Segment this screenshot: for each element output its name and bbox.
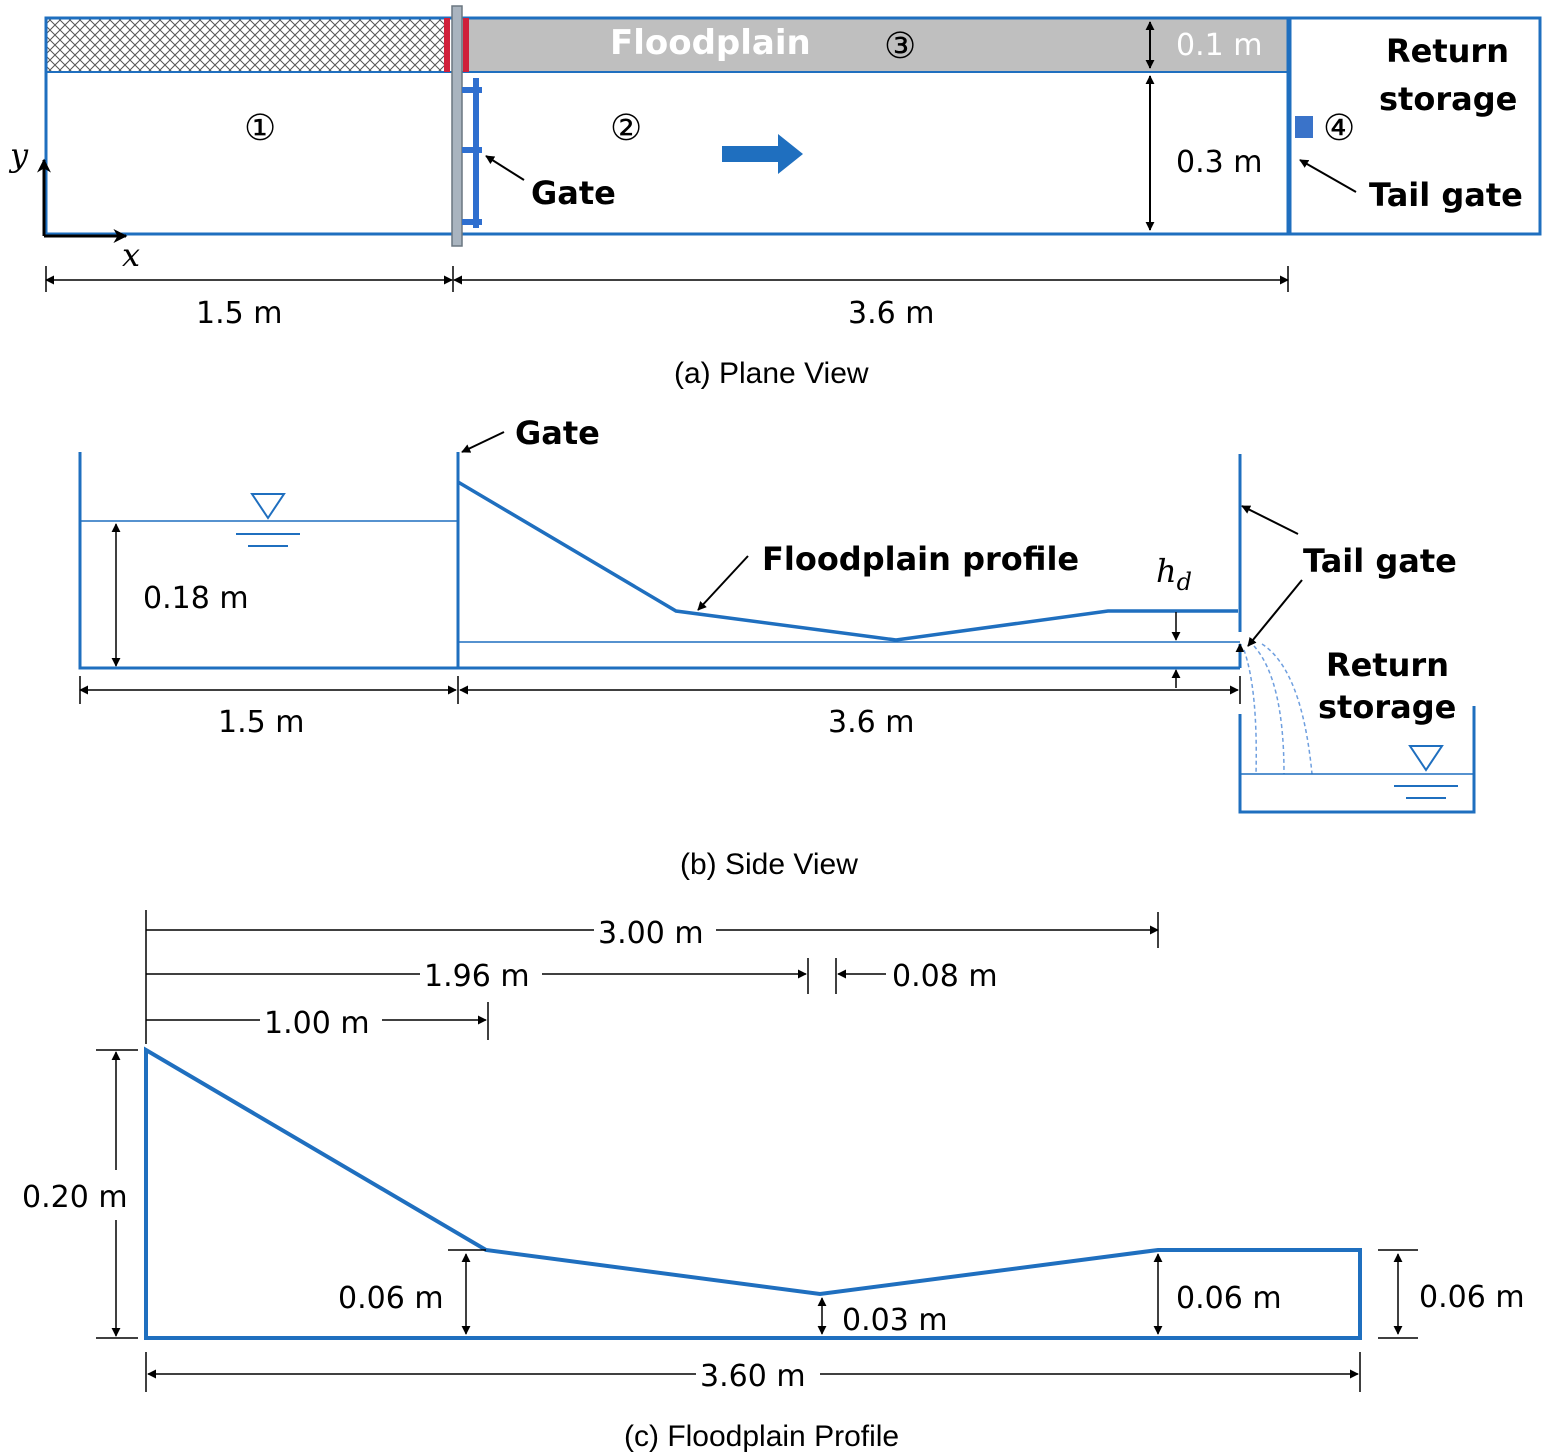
axis-x-label: x bbox=[122, 236, 140, 274]
side-gate-pointer bbox=[461, 431, 505, 453]
dim-0-03-label: 0.03 m bbox=[842, 1303, 948, 1338]
dim-3-00-label: 3.00 m bbox=[598, 916, 704, 951]
side-view-caption: (b) Side View bbox=[680, 848, 858, 881]
region-4-marker: ④ bbox=[1323, 108, 1355, 149]
floodplain-width-label: 0.1 m bbox=[1176, 28, 1262, 63]
outflow-stream bbox=[1253, 645, 1285, 775]
tank-water-level-icon bbox=[1408, 745, 1444, 772]
outflow-stream bbox=[1261, 643, 1313, 775]
upstream-reservoir bbox=[78, 452, 1240, 670]
gate-pointer bbox=[485, 155, 525, 181]
side-return-storage-label-1: Return bbox=[1326, 646, 1449, 684]
downstream-length-label: 3.6 m bbox=[848, 296, 934, 331]
side-downstream-length-label: 3.6 m bbox=[828, 705, 914, 740]
return-storage-box bbox=[1288, 16, 1542, 236]
floodplain-label: Floodplain bbox=[610, 23, 811, 63]
dim-0-06-c-label: 0.06 m bbox=[1419, 1280, 1525, 1315]
region-1-marker: ① bbox=[244, 108, 276, 149]
gate-seal-left bbox=[444, 18, 450, 72]
label-bg bbox=[420, 954, 542, 994]
label-bg bbox=[594, 910, 716, 950]
plane-view: y x Floodplain ③ ① ② ④ Gate Return stora… bbox=[8, 5, 1542, 390]
gate-label: Gate bbox=[531, 174, 616, 212]
profile-view-caption: (c) Floodplain Profile bbox=[624, 1420, 899, 1453]
axis-y-label: y bbox=[8, 136, 29, 174]
dim-0-06-b-label: 0.06 m bbox=[1176, 1281, 1282, 1316]
depth-label: 0.18 m bbox=[143, 581, 249, 616]
dim-3-60-label: 3.60 m bbox=[700, 1359, 806, 1394]
tail-gate-square bbox=[1295, 116, 1313, 138]
water-level-icon bbox=[250, 493, 286, 520]
flume-outline bbox=[44, 16, 1290, 236]
tail-gate-pointer bbox=[1299, 159, 1357, 193]
region-2-marker: ② bbox=[610, 108, 642, 149]
side-tail-gate-label: Tail gate bbox=[1303, 542, 1457, 580]
profile-view: 3.00 m 1.96 m 0.08 m 1.00 m 0.20 m 0.06 … bbox=[22, 910, 1525, 1453]
tail-gate-label: Tail gate bbox=[1369, 176, 1523, 214]
side-return-storage-label-2: storage bbox=[1318, 688, 1456, 726]
side-tail-gate-pointer-1 bbox=[1241, 505, 1299, 535]
label-bg bbox=[696, 1354, 820, 1394]
hd-label: hd bbox=[1156, 552, 1192, 596]
dim-0-06-a-label: 0.06 m bbox=[338, 1281, 444, 1316]
floodplain-profile-pointer bbox=[697, 555, 749, 611]
region-3-marker: ③ bbox=[884, 26, 916, 67]
return-storage-label-2: storage bbox=[1379, 80, 1517, 118]
flow-arrow-icon bbox=[722, 134, 803, 174]
plane-view-caption: (a) Plane View bbox=[674, 357, 869, 390]
return-storage-label-1: Return bbox=[1386, 32, 1509, 70]
floodplain-profile-label: Floodplain profile bbox=[762, 540, 1079, 578]
side-upstream-length-label: 1.5 m bbox=[218, 705, 304, 740]
dim-0-20-label: 0.20 m bbox=[22, 1180, 128, 1215]
side-gate-label: Gate bbox=[515, 414, 600, 452]
floodplain-strip bbox=[462, 18, 1288, 72]
side-return-storage-tank bbox=[1238, 706, 1476, 814]
dim-0-08-label: 0.08 m bbox=[892, 959, 998, 994]
channel-width-label: 0.3 m bbox=[1176, 145, 1262, 180]
hatched-wall bbox=[46, 18, 446, 72]
upstream-length-label: 1.5 m bbox=[196, 296, 282, 331]
profile-outline bbox=[144, 1046, 1362, 1340]
side-floodplain-profile bbox=[457, 480, 1238, 642]
gate-post bbox=[451, 5, 463, 247]
dim-1-00-label: 1.00 m bbox=[264, 1006, 370, 1041]
gate-frame bbox=[462, 78, 482, 228]
label-bg bbox=[260, 1000, 382, 1040]
side-tail-gate-pointer-2 bbox=[1247, 579, 1303, 647]
outflow-stream bbox=[1243, 649, 1257, 775]
side-view: Gate Floodplain profile 0.18 m hd Tail g… bbox=[78, 414, 1476, 881]
dim-1-96-label: 1.96 m bbox=[424, 959, 530, 994]
gate-seal-right bbox=[463, 18, 469, 72]
